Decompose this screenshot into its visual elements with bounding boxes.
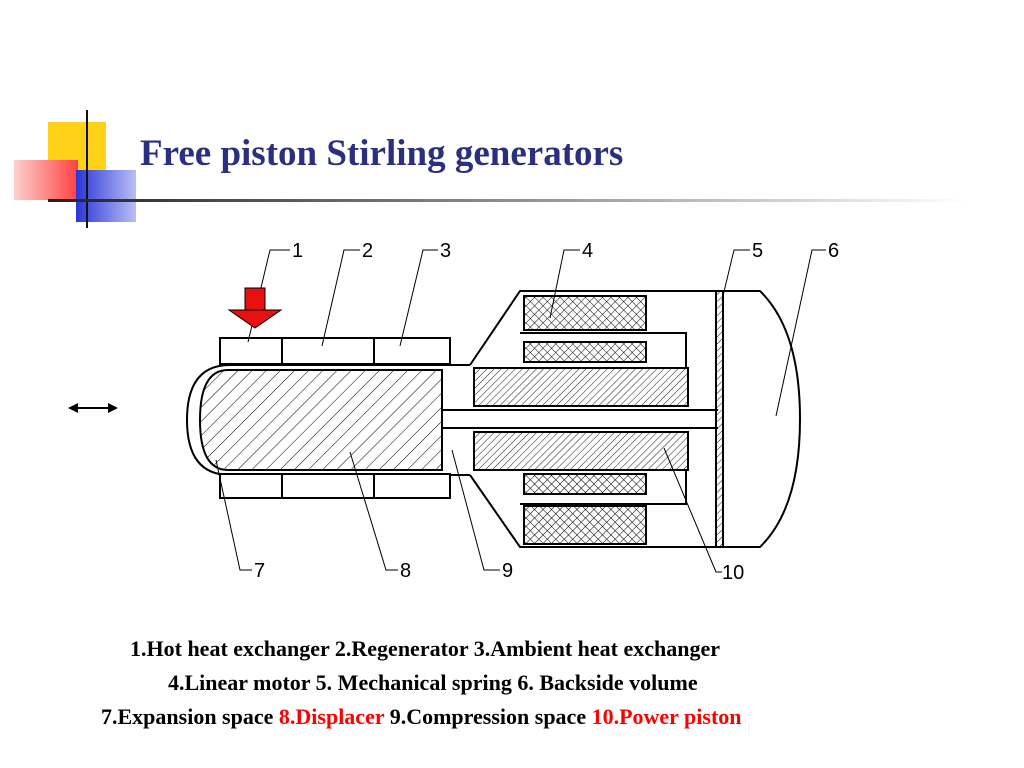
label-7: 7 [254, 560, 265, 582]
label-1: 1 [292, 240, 303, 262]
label-10: 10 [722, 562, 744, 584]
title-decoration [14, 110, 968, 228]
heat-exchanger-blocks [219, 337, 451, 499]
page-title: Free piston Stirling generators [140, 133, 624, 174]
red-square [14, 160, 78, 200]
power-piston-lower [473, 431, 689, 471]
label-8: 8 [400, 560, 411, 582]
displacer [198, 369, 443, 471]
power-piston-upper [473, 367, 689, 407]
label-9: 9 [502, 560, 513, 582]
title-underline [48, 199, 968, 202]
piston-sleeve-upper [520, 332, 687, 368]
label-5: 5 [752, 240, 763, 262]
label-6: 6 [828, 240, 839, 262]
label-4: 4 [582, 240, 593, 262]
legend-power-piston: 10.Power piston [591, 704, 742, 729]
linear-motor [523, 295, 647, 545]
blue-square [76, 170, 136, 222]
legend-compression-space: 9.Compression space [384, 704, 592, 729]
engine-body [185, 290, 802, 548]
mechanical-spring [715, 290, 724, 548]
leader-lines [215, 249, 826, 573]
legend-displacer: 8.Displacer [278, 704, 385, 729]
heat-input-arrow-icon [227, 287, 283, 329]
double-arrow-icon [68, 403, 118, 413]
piston-sleeve-lower [520, 470, 687, 505]
legend-line-2: 4.Linear motor 5. Mechanical spring 6. B… [168, 670, 698, 695]
legend-line-1: 1.Hot heat exchanger 2.Regenerator 3.Amb… [130, 636, 721, 661]
legend-line-3: 7.Expansion space 8.Displacer 9.Compress… [101, 704, 742, 730]
label-3: 3 [440, 240, 451, 262]
legend-expansion-space: 7.Expansion space [101, 704, 279, 729]
stirling-engine-diagram: 1 2 3 4 5 6 7 8 9 10 [68, 240, 839, 584]
label-2: 2 [362, 240, 373, 262]
